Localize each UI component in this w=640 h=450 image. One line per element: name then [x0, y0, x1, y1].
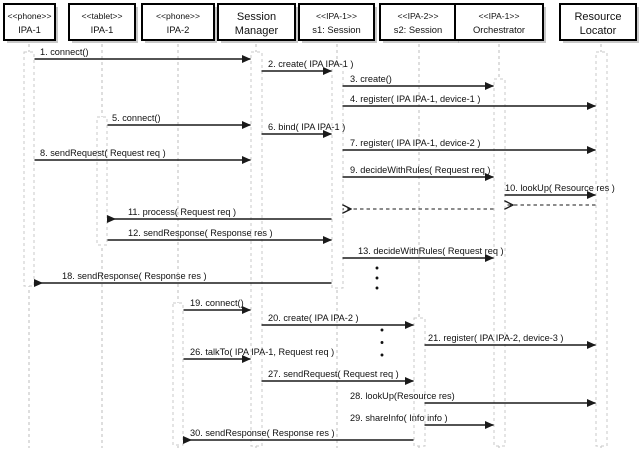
lifeline-stereotype: <<phone>>	[8, 11, 52, 21]
ellipsis-s2-dot	[380, 341, 384, 344]
message-label: 11. process( Request req )	[128, 207, 236, 217]
lifeline-name: Orchestrator	[473, 24, 525, 35]
message-label: 4. register( IPA IPA-1, device-1 )	[350, 94, 480, 104]
act-resource-loc	[595, 51, 608, 447]
header-box	[141, 3, 215, 41]
message-19: 19. connect()	[183, 298, 251, 314]
message-label: 8. sendRequest( Request req )	[40, 148, 166, 158]
message-label: 18. sendResponse( Response res )	[62, 271, 207, 281]
message-18: 18. sendResponse( Response res )	[34, 271, 332, 287]
lifeline-stereotype: <<phone>>	[156, 11, 200, 21]
message-8: 8. sendRequest( Request req )	[34, 148, 251, 164]
message-label: 27. sendRequest( Request req )	[268, 369, 399, 379]
lifeline-stereotype: <<IPA-2>>	[398, 11, 439, 21]
header-box	[3, 3, 56, 41]
lifeline-name: s1: Session	[312, 24, 360, 35]
ellipsis-s1-dot	[375, 276, 379, 280]
message-2: 2. create( IPA IPA-1 )	[261, 59, 353, 75]
header-box	[298, 3, 375, 41]
message-10: 10. lookUp( Resource res )	[504, 183, 615, 199]
message-label: 12. sendResponse( Response res )	[128, 228, 273, 238]
header-box	[68, 3, 136, 41]
message-27: 27. sendRequest( Request req )	[261, 369, 414, 385]
message-26: 26. talkTo( IPA IPA-1, Request req )	[183, 347, 334, 363]
lifeline-header-s2-session[interactable]: <<IPA-2>> s2: Session	[379, 3, 459, 43]
message-label: 19. connect()	[190, 298, 244, 308]
lifeline-header-s1-session[interactable]: <<IPA-1>> s1: Session	[298, 3, 377, 43]
lifeline-name: IPA-2	[167, 24, 190, 35]
lifeline-stereotype: <<IPA-1>>	[316, 11, 357, 21]
message-label: 3. create()	[350, 74, 392, 84]
lifeline-headers-group: <<phone>> IPA-1 <<tablet>> IPA-1 <<phone>> IP…	[3, 3, 639, 43]
lifeline-stereotype: <<tablet>>	[81, 11, 122, 21]
lifeline-name-line2: Locator	[580, 25, 617, 37]
message-4: 4. register( IPA IPA-1, device-1 )	[342, 94, 596, 110]
message-5: 5. connect()	[107, 113, 251, 129]
lifeline-name-line2: Manager	[235, 25, 279, 37]
lifeline-header-ipa2-phone[interactable]: <<phone>> IPA-2	[141, 3, 217, 43]
ellipsis-s1-dot	[375, 286, 379, 290]
message-label: 2. create( IPA IPA-1 )	[268, 59, 353, 69]
message-label: 29. shareInfo( Info info )	[350, 413, 448, 423]
act-orchestrator	[493, 78, 506, 447]
message-label: 9. decideWithRules( Request req )	[350, 165, 490, 175]
message-20: 20. create( IPA IPA-2 )	[261, 313, 414, 329]
lifeline-name: IPA-1	[18, 24, 41, 35]
message-1: 1. connect()	[34, 47, 251, 63]
message-label: 20. create( IPA IPA-2 )	[268, 313, 359, 323]
lifeline-name-line1: Resource	[574, 11, 621, 23]
message-11: 11. process( Request req )	[107, 207, 332, 223]
ellipsis-s2-dot	[380, 328, 384, 332]
messages-group: 1. connect() 2. create( IPA IPA-1 ) 3. cre…	[34, 47, 615, 444]
ellipsis-s2-dot	[380, 353, 384, 357]
act-ipa2-phone	[172, 302, 184, 446]
lifeline-stereotype: <<IPA-1>>	[479, 11, 520, 21]
act-ipa1-phone	[23, 51, 35, 287]
lifeline-name: s2: Session	[394, 24, 442, 35]
act-s2-session	[413, 317, 426, 447]
act-ipa1-tablet	[96, 116, 108, 246]
header-box	[217, 3, 296, 41]
lifeline-header-orchestrator[interactable]: <<IPA-1>> Orchestrator	[454, 3, 546, 43]
message-label: 7. register( IPA IPA-1, device-2 )	[350, 138, 480, 148]
header-box	[559, 3, 637, 41]
ellipsis-dots-group	[375, 266, 384, 357]
message-21: 21. register( IPA IPA-2, device-3 )	[424, 333, 596, 349]
message-label: 10. lookUp( Resource res )	[505, 183, 615, 193]
ellipsis-s1-dot	[375, 266, 379, 270]
lifeline-header-ipa1-tablet[interactable]: <<tablet>> IPA-1	[68, 3, 138, 43]
activation-bars-group	[23, 51, 608, 447]
message-3: 3. create()	[342, 74, 494, 90]
message-label: 21. register( IPA IPA-2, device-3 )	[428, 333, 563, 343]
message-label: 28. lookUp(Resource res)	[350, 391, 455, 401]
act-session-mgr	[250, 51, 263, 447]
message-29: 29. shareInfo( Info info )	[350, 413, 494, 429]
lifeline-name: IPA-1	[91, 24, 114, 35]
message-30: 30. sendResponse( Response res )	[183, 428, 414, 444]
message-label: 5. connect()	[112, 113, 161, 123]
lifeline-lines-group	[28, 44, 602, 448]
message-label: 26. talkTo( IPA IPA-1, Request req )	[190, 347, 334, 357]
lifeline-header-ipa1-phone[interactable]: <<phone>> IPA-1	[3, 3, 58, 43]
message-12: 12. sendResponse( Response res )	[107, 228, 332, 244]
message-7: 7. register( IPA IPA-1, device-2 )	[342, 138, 596, 154]
message-6: 6. bind( IPA IPA-1 )	[261, 122, 345, 138]
message-label: 6. bind( IPA IPA-1 )	[268, 122, 345, 132]
lifeline-name-line1: Session	[237, 11, 276, 23]
message-28: 28. lookUp(Resource res)	[350, 391, 596, 407]
message-9: 9. decideWithRules( Request req )	[342, 165, 494, 181]
message-label: 13. decideWithRules( Request req )	[358, 246, 504, 256]
message-13: 13. decideWithRules( Request req )	[342, 246, 504, 262]
message-label: 1. connect()	[40, 47, 89, 57]
message-label: 30. sendResponse( Response res )	[190, 428, 335, 438]
act-s1-session	[331, 63, 344, 289]
header-box	[454, 3, 544, 41]
